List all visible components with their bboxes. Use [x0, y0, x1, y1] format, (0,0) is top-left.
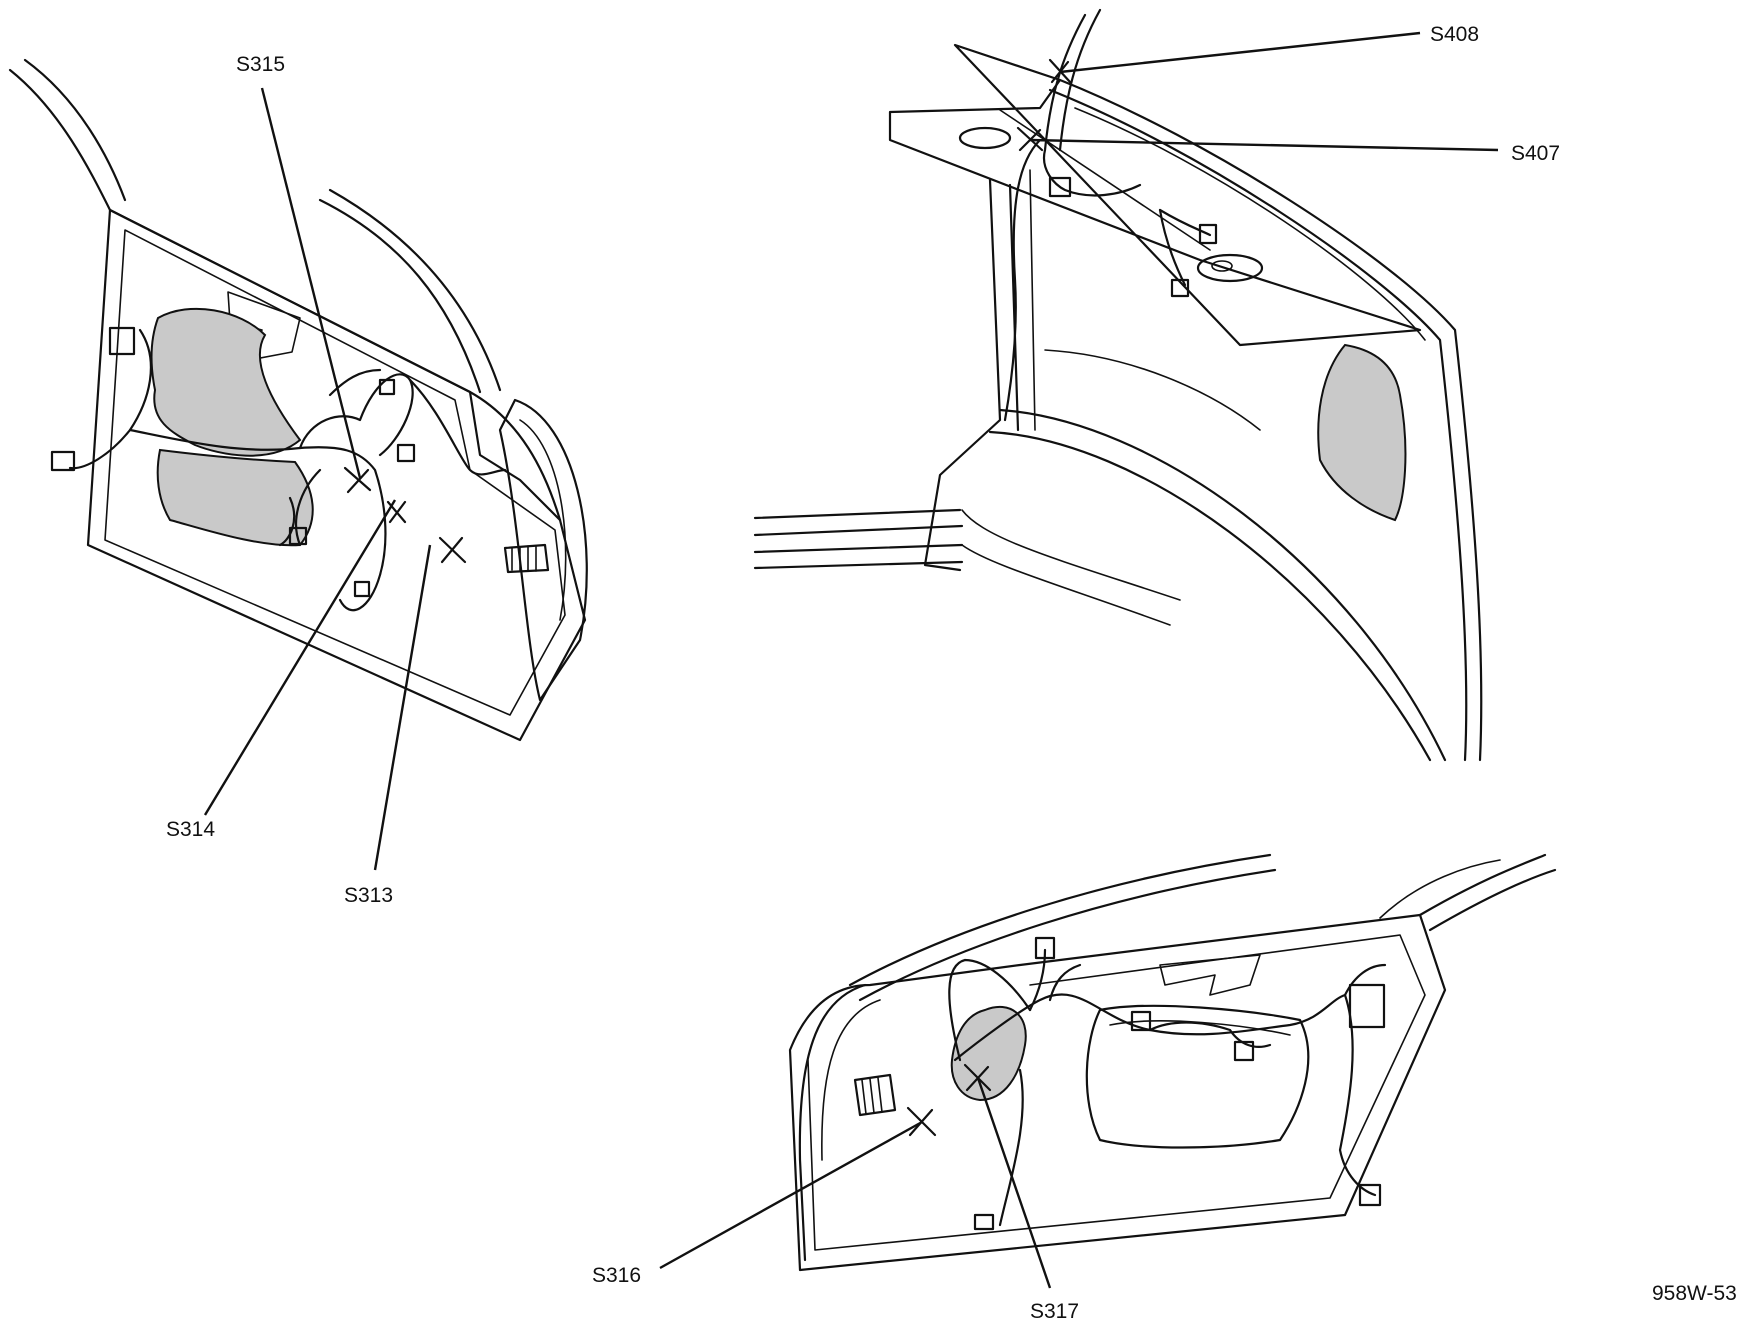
callout-s407: S407: [1511, 142, 1560, 165]
trunk-lid-illustration: [753, 8, 1483, 762]
leader-s317: [976, 1077, 1052, 1289]
callout-s317: S317: [1030, 1300, 1079, 1323]
leader-s316: [659, 1120, 923, 1270]
leader-s407: [1029, 138, 1499, 152]
leader-s313: [373, 544, 432, 871]
rear-door-illustration: [788, 853, 1557, 1272]
leader-s314: [203, 499, 397, 816]
callout-leader-lines: [203, 31, 1499, 1289]
callout-s408: S408: [1430, 23, 1479, 46]
callout-s315: S315: [236, 53, 285, 76]
callout-s314: S314: [166, 818, 215, 841]
leader-s315: [260, 87, 362, 479]
leader-s408: [1059, 31, 1421, 74]
front-door-illustration: [8, 58, 588, 742]
door-access-hole-upper: [150, 307, 302, 457]
trunk-lid-vent-panel: [1317, 343, 1407, 522]
callout-s316: S316: [592, 1264, 641, 1287]
callout-s313: S313: [344, 884, 393, 907]
figure-id: 958W-53: [1652, 1282, 1737, 1305]
